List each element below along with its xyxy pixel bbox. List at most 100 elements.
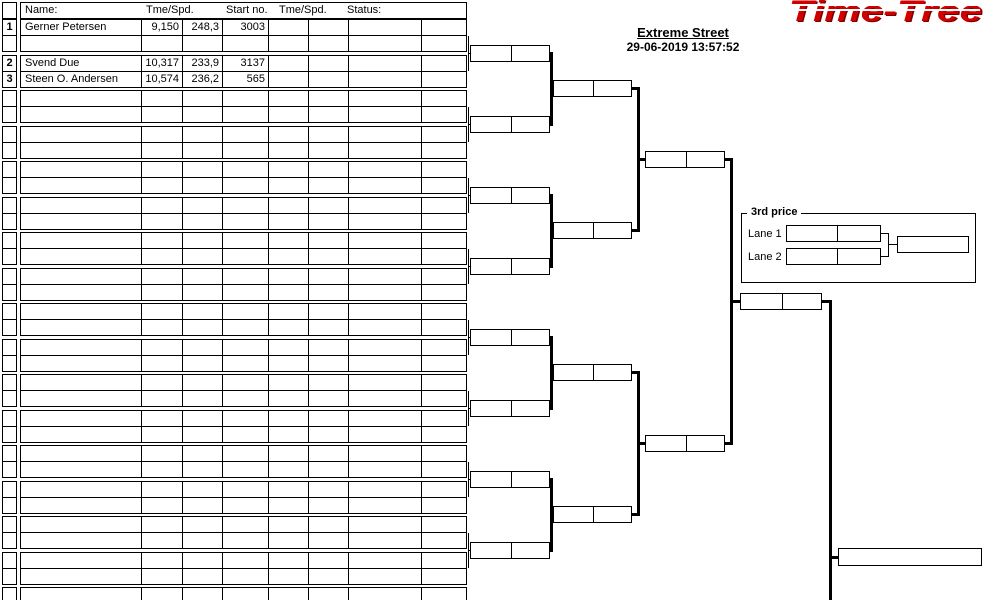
bracket-box-r2-8[interactable] (470, 541, 550, 559)
table-row[interactable] (20, 516, 467, 533)
table-row[interactable] (20, 354, 467, 372)
row-number-box (2, 161, 17, 178)
table-row[interactable] (20, 267, 467, 285)
cell-divider (182, 410, 183, 426)
table-row[interactable] (20, 212, 467, 230)
cell-divider (348, 481, 349, 497)
table-row[interactable] (20, 283, 467, 301)
row-number-box (2, 496, 17, 514)
bracket-box-qf-4[interactable] (553, 506, 632, 524)
connector-line (888, 244, 897, 245)
row-number-box (2, 567, 17, 585)
cell-divider (421, 497, 422, 513)
third-price-result-box[interactable] (897, 236, 969, 253)
cell-divider (268, 71, 269, 87)
table-row[interactable] (20, 90, 467, 107)
bracket-box-sf-1[interactable] (645, 151, 725, 169)
cell-divider (182, 20, 183, 35)
connector-line (632, 87, 639, 91)
table-row[interactable] (20, 196, 467, 214)
table-row[interactable] (20, 35, 467, 52)
bracket-box-qf-1[interactable] (553, 80, 632, 98)
table-row[interactable] (20, 338, 467, 356)
lane1-box[interactable] (786, 225, 881, 242)
table-row[interactable] (20, 303, 467, 320)
cell-divider (308, 552, 309, 568)
cell-divider (141, 36, 142, 51)
cell-divider (268, 178, 269, 193)
row-number-box (2, 141, 17, 159)
table-row[interactable] (20, 445, 467, 462)
cell-divider (141, 446, 142, 461)
connector-line (822, 300, 831, 304)
table-row[interactable] (20, 409, 467, 427)
table-row[interactable] (20, 587, 467, 600)
table-row[interactable] (20, 106, 467, 123)
bracket-box-r2-1[interactable] (470, 44, 550, 62)
table-row[interactable] (20, 319, 467, 336)
table-row[interactable] (20, 248, 467, 265)
cell-divider (141, 391, 142, 406)
cell-divider (421, 339, 422, 355)
table-row[interactable] (20, 141, 467, 159)
slot-divider (593, 223, 594, 239)
cell-divider (222, 426, 223, 442)
bracket-box-r2-6[interactable] (470, 399, 550, 417)
slot-divider (511, 45, 512, 61)
cell-divider (348, 36, 349, 51)
cell-divider (141, 481, 142, 497)
cell-divider (222, 162, 223, 177)
cell-divider (182, 375, 183, 390)
row-number-box (2, 461, 17, 478)
entrant-time: 10,317 (145, 56, 179, 69)
bracket-box-r2-4[interactable] (470, 257, 550, 275)
cell-divider (421, 20, 422, 35)
cell-divider (348, 355, 349, 371)
row-number-box (2, 319, 17, 336)
bracket-box-qf-3[interactable] (553, 364, 632, 382)
cell-divider (421, 481, 422, 497)
table-row[interactable] (20, 161, 467, 178)
table-row[interactable] (20, 425, 467, 443)
table-row[interactable] (20, 374, 467, 391)
table-row[interactable] (20, 177, 467, 194)
cell-divider (182, 391, 183, 406)
connector-line (468, 123, 470, 125)
cell-divider (182, 426, 183, 442)
cell-divider (348, 268, 349, 284)
cell-divider (182, 462, 183, 477)
table-row[interactable] (20, 532, 467, 549)
table-row[interactable] (20, 551, 467, 569)
bracket-box-r2-2[interactable] (470, 115, 550, 133)
row-number-box (2, 125, 17, 143)
table-row[interactable] (20, 125, 467, 143)
bracket-box-r2-7[interactable] (470, 470, 550, 488)
table-row[interactable] (20, 232, 467, 249)
table-row[interactable] (20, 496, 467, 514)
bracket-box-r2-5[interactable] (470, 328, 550, 346)
lane2-box[interactable] (786, 248, 881, 265)
cell-divider (421, 517, 422, 532)
cell-divider (268, 552, 269, 568)
bracket-box-r2-3[interactable] (470, 186, 550, 204)
row-number-box (2, 267, 17, 285)
connector-line (549, 87, 554, 91)
bracket-box-final[interactable] (740, 293, 822, 311)
cell-divider (348, 249, 349, 264)
row-number-header-box (2, 2, 17, 19)
winner-box[interactable] (838, 548, 982, 566)
connector-line (549, 229, 554, 233)
cell-divider (141, 552, 142, 568)
table-row[interactable] (20, 480, 467, 498)
cell-divider (141, 588, 142, 600)
bracket-box-sf-2[interactable] (645, 435, 725, 453)
table-row[interactable] (20, 390, 467, 407)
table-row[interactable] (20, 567, 467, 585)
bracket-box-qf-2[interactable] (553, 222, 632, 240)
connector-line (730, 300, 740, 304)
cell-divider (222, 410, 223, 426)
table-row[interactable] (20, 461, 467, 478)
